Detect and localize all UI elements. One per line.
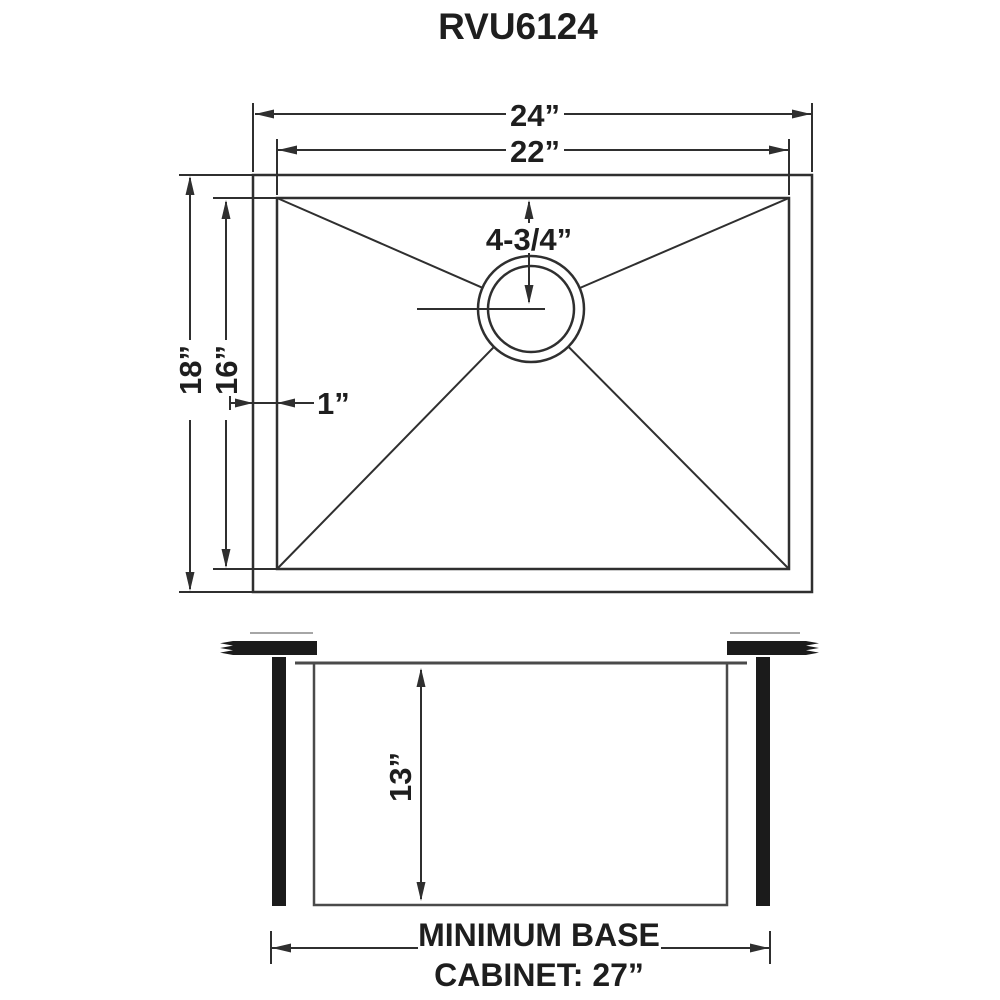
bowl-outline: [275, 196, 791, 571]
cabinet-side-right: [756, 657, 770, 906]
arrowhead-down: [416, 882, 426, 901]
countertop-left: [220, 641, 317, 655]
slope-diagonal: [276, 308, 532, 570]
arrowhead-down: [221, 549, 231, 568]
dim-outer-width-label: 24”: [510, 98, 560, 133]
arrowhead-left: [272, 943, 291, 953]
dim-drain-offset: 4-3/4”: [478, 200, 580, 304]
bowl-section: [312, 663, 729, 907]
arrowhead-right: [792, 109, 811, 119]
dim-outer-width: 24”: [255, 98, 811, 133]
arrowhead-right: [769, 145, 788, 155]
dim-bowl-depth-label: 13”: [383, 752, 418, 802]
dim-rim-width-label: 1”: [317, 386, 350, 421]
dim-outer-depth: 18”: [173, 176, 208, 591]
arrowhead-up: [416, 668, 426, 687]
arrowhead-right: [235, 398, 253, 408]
label-backdrop: [478, 223, 580, 253]
drawing-title: RVU6124: [438, 6, 598, 47]
cabinet-note-line1: MINIMUM BASE: [418, 917, 660, 953]
outer-rim-outline: [251, 173, 814, 594]
dim-bowl-depth: 13”: [383, 668, 426, 901]
front-view: 13” MINIMUM BASE CABINET: 27”: [220, 632, 819, 993]
dim-outer-depth-label: 18”: [173, 345, 208, 395]
cabinet-side-left: [272, 657, 286, 906]
arrowhead-down: [185, 572, 195, 591]
arrowhead-right: [750, 943, 769, 953]
arrowhead-up: [185, 176, 195, 195]
dim-inner-width-label: 22”: [510, 134, 560, 169]
dim-inner-depth-label: 16”: [209, 345, 244, 395]
countertop-right: [727, 641, 819, 655]
arrowhead-down: [524, 285, 534, 304]
arrowhead-left: [277, 398, 295, 408]
dim-drain-offset-label: 4-3/4”: [486, 222, 572, 257]
dim-rim-width: 1”: [229, 386, 350, 421]
slope-diagonal: [530, 308, 790, 570]
dim-inner-depth: 16”: [209, 200, 244, 568]
arrowhead-up: [221, 200, 231, 219]
arrowhead-up: [524, 200, 534, 219]
arrowhead-left: [278, 145, 297, 155]
cabinet-note-line2: CABINET: 27”: [434, 957, 644, 993]
top-view: 24” 22” 4-3/4”: [173, 98, 814, 594]
arrowhead-left: [255, 109, 274, 119]
dim-inner-width: 22”: [278, 134, 788, 169]
dim-cabinet-width: MINIMUM BASE CABINET: 27”: [270, 917, 771, 993]
